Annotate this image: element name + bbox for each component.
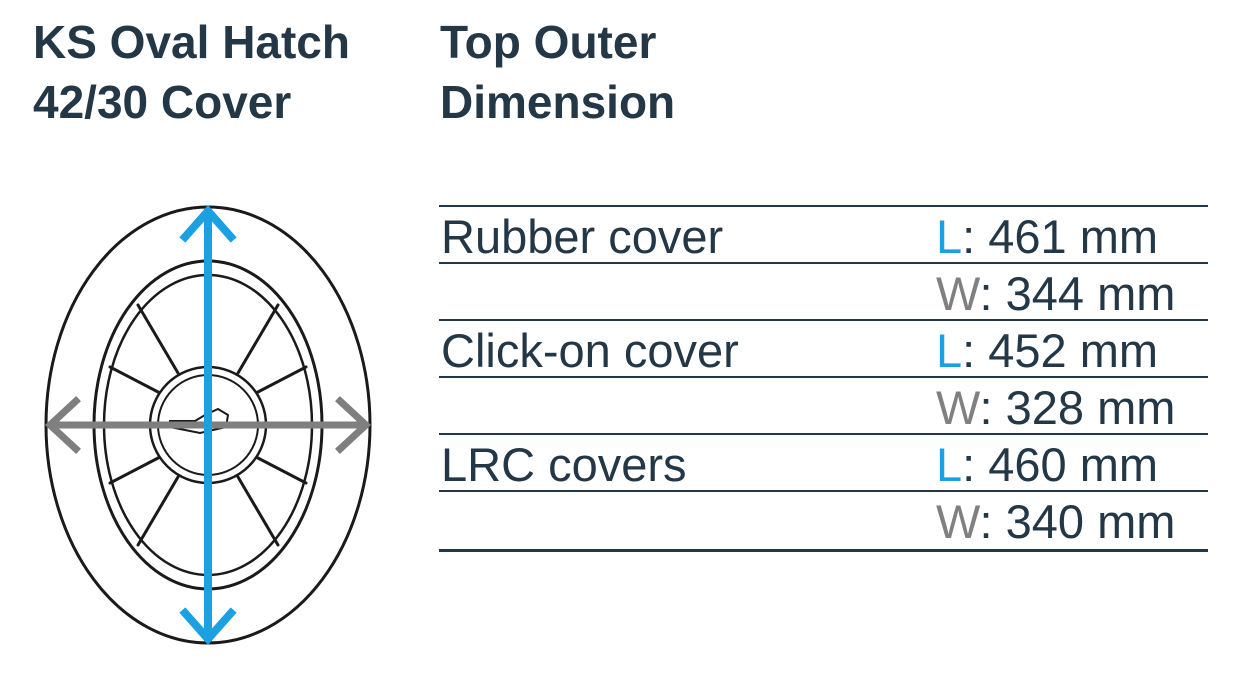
table-row: W: 340 mm (439, 490, 1208, 552)
dimension-title-line-1: Top Outer (440, 16, 657, 68)
length-label: L (936, 438, 963, 491)
hub-logo-mark (169, 407, 230, 435)
table-row: Rubber cover L: 461 mm (439, 205, 1208, 265)
hatch-spokes (108, 303, 308, 547)
dimension-table: Rubber cover L: 461 mm W: 344 mm Click-o… (439, 205, 1208, 552)
table-row: Click-on cover L: 452 mm (439, 319, 1208, 379)
length-arrow (179, 204, 237, 646)
width-value: W: 328 mm (936, 380, 1175, 436)
length-value: L: 452 mm (936, 323, 1158, 379)
length-label: L (936, 210, 963, 263)
product-title-line-2: 42/30 Cover (33, 76, 292, 128)
product-title: KS Oval Hatch 42/30 Cover (33, 12, 413, 132)
oval-hatch-diagram (44, 204, 372, 646)
product-title-line-1: KS Oval Hatch (33, 16, 350, 68)
cover-name: Click-on cover (441, 324, 739, 377)
width-label: W (936, 495, 980, 548)
length-number: : 452 mm (962, 324, 1159, 377)
width-number: : 344 mm (979, 267, 1176, 320)
width-value: W: 344 mm (936, 266, 1175, 322)
dimension-title-line-2: Dimension (440, 76, 676, 128)
table-row: W: 344 mm (439, 262, 1208, 322)
cover-name: Rubber cover (441, 210, 724, 263)
length-value: L: 460 mm (936, 437, 1158, 493)
length-value: L: 461 mm (936, 209, 1158, 265)
width-number: : 328 mm (979, 381, 1176, 434)
table-row: LRC covers L: 460 mm (439, 433, 1208, 493)
width-label: W (936, 267, 980, 320)
dimension-title: Top Outer Dimension (440, 12, 840, 132)
length-number: : 461 mm (962, 210, 1159, 263)
table-row: W: 328 mm (439, 376, 1208, 436)
width-number: : 340 mm (979, 495, 1176, 548)
length-number: : 460 mm (962, 438, 1159, 491)
width-label: W (936, 381, 980, 434)
length-label: L (936, 324, 963, 377)
width-value: W: 340 mm (936, 494, 1175, 550)
cover-name: LRC covers (441, 438, 687, 491)
